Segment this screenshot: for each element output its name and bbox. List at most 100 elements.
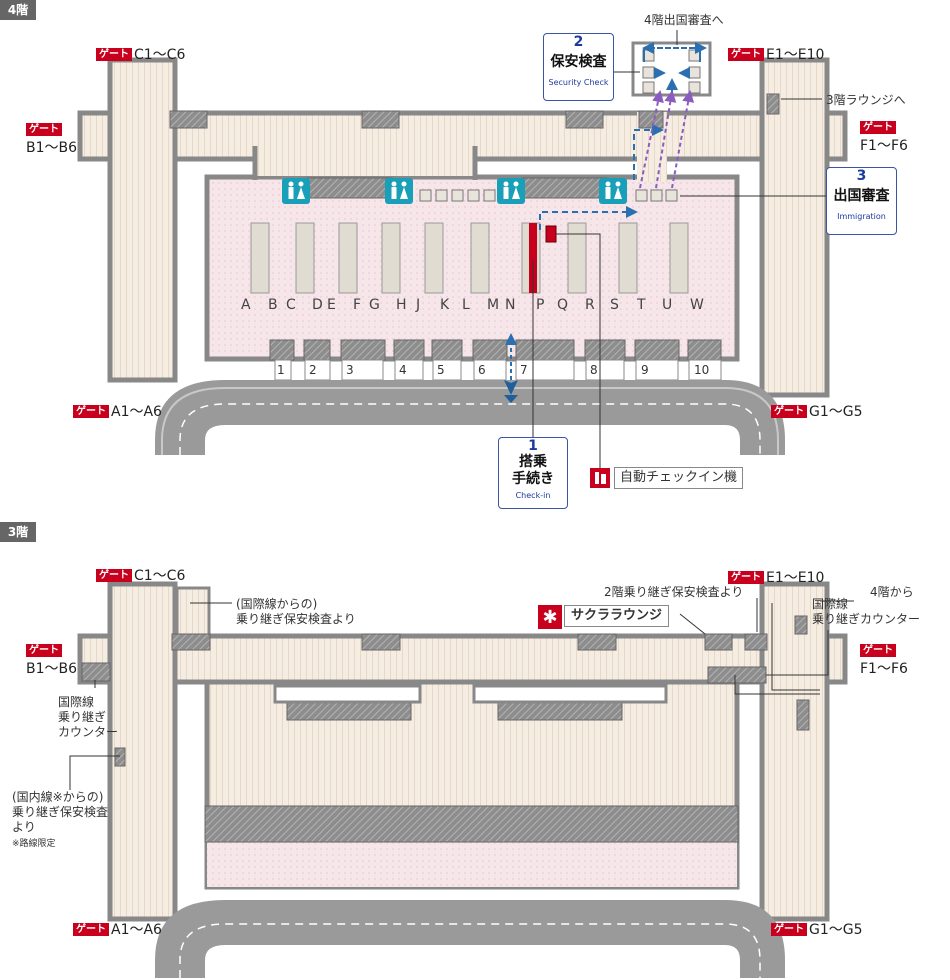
route-note: ※路線限定	[12, 839, 56, 849]
entrance-number: 4	[399, 363, 407, 377]
entrance-number: 10	[694, 363, 710, 377]
left-pier	[107, 57, 178, 383]
floor3-road	[155, 900, 785, 978]
counter-letter: K	[440, 297, 450, 313]
gate-g: G1〜G5	[809, 404, 863, 420]
gate-b-label: ゲート B1〜B6	[26, 123, 77, 157]
access-road	[155, 380, 785, 455]
counter-letter: S	[610, 297, 619, 313]
svg-text:✱: ✱	[542, 607, 557, 628]
step-title: 保安検査	[550, 54, 607, 70]
sakura-lounge-label: サクララウンジ	[564, 605, 670, 627]
gate-tag: ゲート	[73, 922, 109, 936]
entrance-number: 8	[590, 363, 598, 377]
counter-letter: J	[416, 297, 421, 313]
gate-tag: ゲート	[73, 404, 109, 418]
to-3f-lounge-label: 3階ラウンジへ	[826, 93, 906, 107]
counter-letter: G	[369, 297, 380, 313]
restroom-icons	[282, 178, 627, 204]
gate-tag: ゲート	[860, 644, 896, 657]
step-immigration-box: 3 出国審査 Immigration	[826, 167, 897, 235]
corridor-link	[255, 146, 475, 176]
sakura-lounge-icon	[538, 605, 562, 629]
gate-f: F1〜F6	[860, 661, 908, 677]
from-4f-label: 4階から	[870, 585, 914, 599]
counter-letter: M	[487, 297, 500, 313]
gate-tag: ゲート	[96, 568, 132, 582]
gate-c: C1〜C6	[134, 568, 186, 584]
gate-a: A1〜A6	[111, 404, 162, 420]
gate-tag: ゲート	[771, 922, 807, 936]
step-checkin-box: 1 搭乗 手続き Check-in	[498, 437, 568, 509]
counter-letter: C	[286, 297, 296, 313]
domestic-transfer-security-label: (国内線※からの) 乗り継ぎ保安検査 より	[12, 790, 109, 834]
entrance-number: 1	[277, 363, 285, 377]
counter-letter: F	[353, 297, 362, 313]
gate-tag: ゲート	[26, 644, 62, 657]
gate-tag: ゲート	[860, 121, 896, 134]
floor4-map	[77, 30, 848, 488]
counter-letter: W	[690, 297, 704, 313]
gate-b: B1〜B6	[26, 661, 78, 677]
counter-letter: Q	[557, 297, 569, 313]
step-number: 1	[528, 438, 538, 454]
intl-transfer-counter-left-label: 国際線 乗り継ぎ カウンター	[58, 695, 119, 739]
self-checkin-kiosk-icon	[590, 468, 610, 488]
floor4-tab: 4階	[0, 0, 36, 20]
step-subtitle: Security Check	[548, 78, 609, 87]
kiosk-marker	[545, 225, 557, 243]
counter-letter: P	[536, 297, 545, 313]
step-security-box: 2 保安検査 Security Check	[543, 33, 614, 101]
entrance-number: 3	[346, 363, 354, 377]
highlighted-counter	[529, 223, 537, 293]
counter-letter: E	[327, 297, 336, 313]
floor3-map: ✱	[69, 581, 854, 978]
gate-e: E1〜E10	[766, 47, 825, 63]
step-title: 出国審査	[833, 188, 890, 204]
counter-letter: A	[241, 297, 251, 313]
step-subtitle: Check-in	[515, 491, 551, 500]
counter-letter: N	[505, 297, 516, 313]
step-subtitle: Immigration	[837, 212, 886, 221]
kiosk-label: 自動チェックイン機	[614, 467, 744, 489]
gate-tag: ゲート	[771, 404, 807, 418]
gate-b: B1〜B6	[26, 140, 78, 156]
gate-c: C1〜C6	[134, 47, 186, 63]
counter-letter: T	[637, 297, 646, 313]
entrance-number: 5	[437, 363, 445, 377]
gate-a: A1〜A6	[111, 922, 162, 938]
counter-letter: H	[396, 297, 407, 313]
gate-g: G1〜G5	[809, 922, 863, 938]
f3-gate-b-label: ゲート B1〜B6	[26, 644, 77, 678]
entrance-number: 2	[309, 363, 317, 377]
step-number: 3	[856, 168, 867, 184]
step-number: 2	[573, 34, 584, 50]
entrance-number: 6	[478, 363, 486, 377]
intl-transfer-security-label: (国際線からの) 乗り継ぎ保安検査より	[236, 597, 356, 626]
counter-letter: U	[662, 297, 673, 313]
entrance-number: 7	[520, 363, 528, 377]
counter-letter: D	[312, 297, 323, 313]
counter-letter: R	[585, 297, 595, 313]
to-4f-immigration-label: 4階出国審査へ	[644, 13, 724, 27]
from-2f-transfer-label: 2階乗り継ぎ保安検査より	[604, 585, 744, 599]
gate-tag: ゲート	[728, 570, 764, 584]
step-title-line: 手続き	[512, 471, 554, 487]
entrance-number: 9	[641, 363, 649, 377]
gate-tag: ゲート	[26, 123, 62, 136]
step-title-line: 搭乗	[519, 454, 547, 470]
right-pier	[759, 57, 830, 398]
gate-e: E1〜E10	[766, 570, 825, 586]
gate-tag: ゲート	[728, 47, 764, 61]
gate-tag: ゲート	[96, 47, 132, 61]
